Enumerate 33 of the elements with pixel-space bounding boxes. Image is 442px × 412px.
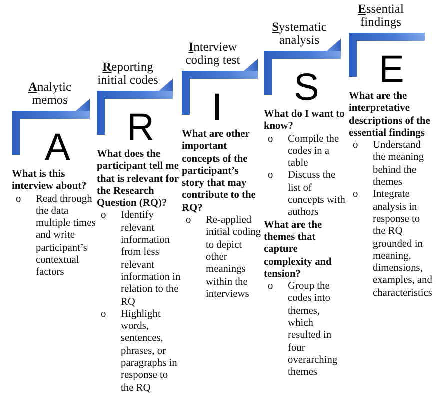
bullet-item: Integrate analysis in response to the RQ grounded in meaning, dimensions, examples, and characteristics — [373, 189, 433, 300]
step-letter: E — [379, 50, 404, 90]
step-letter: A — [45, 128, 70, 168]
bullet-marker: o — [100, 210, 108, 223]
step-title: Analytic memos — [27, 81, 73, 107]
bullet-item: Compile the codes in a table — [288, 134, 340, 170]
question-text: What do I want to know? — [264, 109, 346, 134]
bullet-item: Identify relevant information from less relevant information in relation to the RQ — [121, 210, 181, 309]
bullet-item: Re-applied initial coding to depict other meanings within the interviews — [206, 215, 262, 302]
bullet-marker: o — [352, 189, 360, 202]
bullet-marker: o — [267, 134, 274, 146]
bullet-item: Highlight words, sentences, phrases, or paragraphs in response to the RQ — [121, 308, 178, 395]
bullet-marker: o — [100, 308, 108, 322]
step-title: Reporting initial codes — [97, 61, 159, 87]
step-title: Interview coding test — [184, 41, 242, 67]
bullet-item: Read through the data multiple times and write participant’s contextual factors — [36, 194, 97, 280]
question-text: What are the themes that capture complexity and tension? — [264, 220, 333, 282]
bullet-marker: o — [352, 140, 360, 152]
bullet-item: Group the codes into themes, which resulted in four overarching themes — [288, 281, 339, 380]
step-letter: R — [127, 108, 154, 148]
bullet-item: Understand the meaning behind the themes — [373, 140, 426, 190]
bullet-marker: o — [267, 281, 274, 294]
question-text: What are other important concepts of the participant’s story that may contribute to the RQ? — [182, 129, 257, 216]
bullet-marker: o — [15, 194, 22, 206]
question-text: What does the participant tell me that is relevant for the Research Question (RQ)? — [97, 149, 180, 210]
question-text: What is this interview about? — [12, 169, 88, 194]
step-letter: I — [212, 88, 223, 128]
step-title: Systematic analysis — [272, 21, 327, 47]
step-letter: S — [294, 68, 320, 108]
step-title: Essential findings — [357, 3, 405, 29]
bullet-marker: o — [185, 215, 192, 228]
bullet-item: Discuss the list of concepts with authors — [288, 170, 346, 220]
bullet-marker: o — [267, 170, 274, 183]
